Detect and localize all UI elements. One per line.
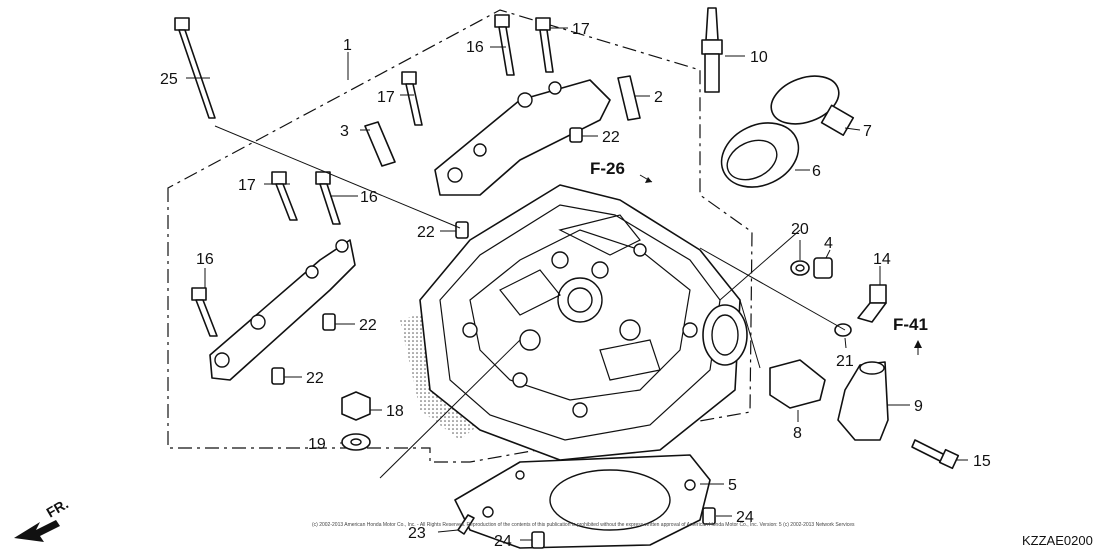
diagram-code: KZZAE0200 (1022, 533, 1093, 548)
callout-20: 20 (791, 221, 809, 238)
callout-16-lower: 16 (196, 251, 214, 268)
callout-19: 19 (308, 436, 326, 453)
dowel-pin-22-b[interactable] (455, 221, 469, 239)
front-direction-label: FR. (44, 495, 72, 520)
water-joint[interactable] (837, 361, 889, 441)
callout-7: 7 (863, 123, 872, 140)
front-direction-arrow: FR. (14, 495, 71, 542)
callout-16-top: 16 (466, 39, 484, 56)
insulator-band[interactable] (765, 67, 855, 136)
callout-6: 6 (812, 163, 821, 180)
dowel-pin-24-b[interactable] (531, 531, 545, 549)
callout-18: 18 (386, 403, 404, 420)
nut-18[interactable] (341, 391, 371, 421)
callout-15: 15 (973, 453, 991, 470)
valve-guide-2[interactable] (617, 75, 641, 121)
callout-1: 1 (343, 37, 352, 54)
washer-20[interactable] (790, 260, 810, 276)
stud-23[interactable] (457, 514, 475, 535)
callout-8: 8 (793, 425, 802, 442)
bolt-17-top[interactable] (535, 17, 554, 73)
ref-f41: F-41 (893, 315, 928, 334)
assembly-boundary (167, 9, 753, 463)
ref-f26: F-26 (590, 159, 625, 178)
callout-9: 9 (914, 398, 923, 415)
bolt-17-mid[interactable] (401, 71, 423, 126)
callout-24-a: 24 (736, 509, 754, 526)
insulator[interactable] (711, 111, 809, 199)
callout-22-d: 22 (306, 370, 324, 387)
callout-21: 21 (836, 353, 854, 370)
callout-24-b: 24 (494, 533, 512, 550)
bolt-25[interactable] (174, 17, 216, 119)
plug-4[interactable] (813, 257, 833, 279)
leader-lines (186, 27, 968, 541)
valve-guide-3[interactable] (364, 121, 396, 167)
camshaft-holder-lower[interactable] (209, 239, 356, 381)
dowel-pin-22-d[interactable] (271, 367, 285, 385)
temperature-sensor[interactable] (857, 284, 887, 323)
callout-16-left: 16 (360, 189, 378, 206)
callout-17-top: 17 (572, 21, 590, 38)
dowel-pin-22-c[interactable] (322, 313, 336, 331)
callout-3: 3 (340, 123, 349, 140)
cylinder-head-gasket[interactable] (454, 454, 711, 549)
f26-ref-arrowhead (645, 177, 652, 183)
callout-10: 10 (750, 49, 768, 66)
camshaft-holder-upper[interactable] (434, 79, 611, 196)
callout-22-b: 22 (417, 224, 435, 241)
callout-2: 2 (654, 89, 663, 106)
cylinder-head[interactable] (419, 184, 748, 461)
bolt-16-lower[interactable] (191, 287, 218, 337)
callout-23: 23 (408, 525, 426, 542)
spark-plug[interactable] (701, 7, 723, 93)
callout-17-mid: 17 (377, 89, 395, 106)
thermostat[interactable] (769, 359, 826, 409)
bolt-16-top[interactable] (494, 14, 515, 76)
callout-22-a: 22 (602, 129, 620, 146)
callout-14: 14 (873, 251, 891, 268)
copyright-notice: (c) 2002-2013 American Honda Motor Co., … (312, 522, 855, 528)
bolt-17-left[interactable] (271, 171, 298, 221)
callout-17-left: 17 (238, 177, 256, 194)
bolt-15[interactable] (911, 439, 960, 470)
bolt-16-left[interactable] (315, 171, 341, 225)
callout-4: 4 (824, 235, 833, 252)
callout-5: 5 (728, 477, 737, 494)
dowel-pin-22-a[interactable] (569, 127, 583, 143)
callout-22-c: 22 (359, 317, 377, 334)
callout-25: 25 (160, 71, 178, 88)
dowel-pin-24-a[interactable] (702, 507, 716, 525)
washer-19[interactable] (341, 433, 371, 451)
f41-ref-arrowhead (914, 340, 922, 348)
